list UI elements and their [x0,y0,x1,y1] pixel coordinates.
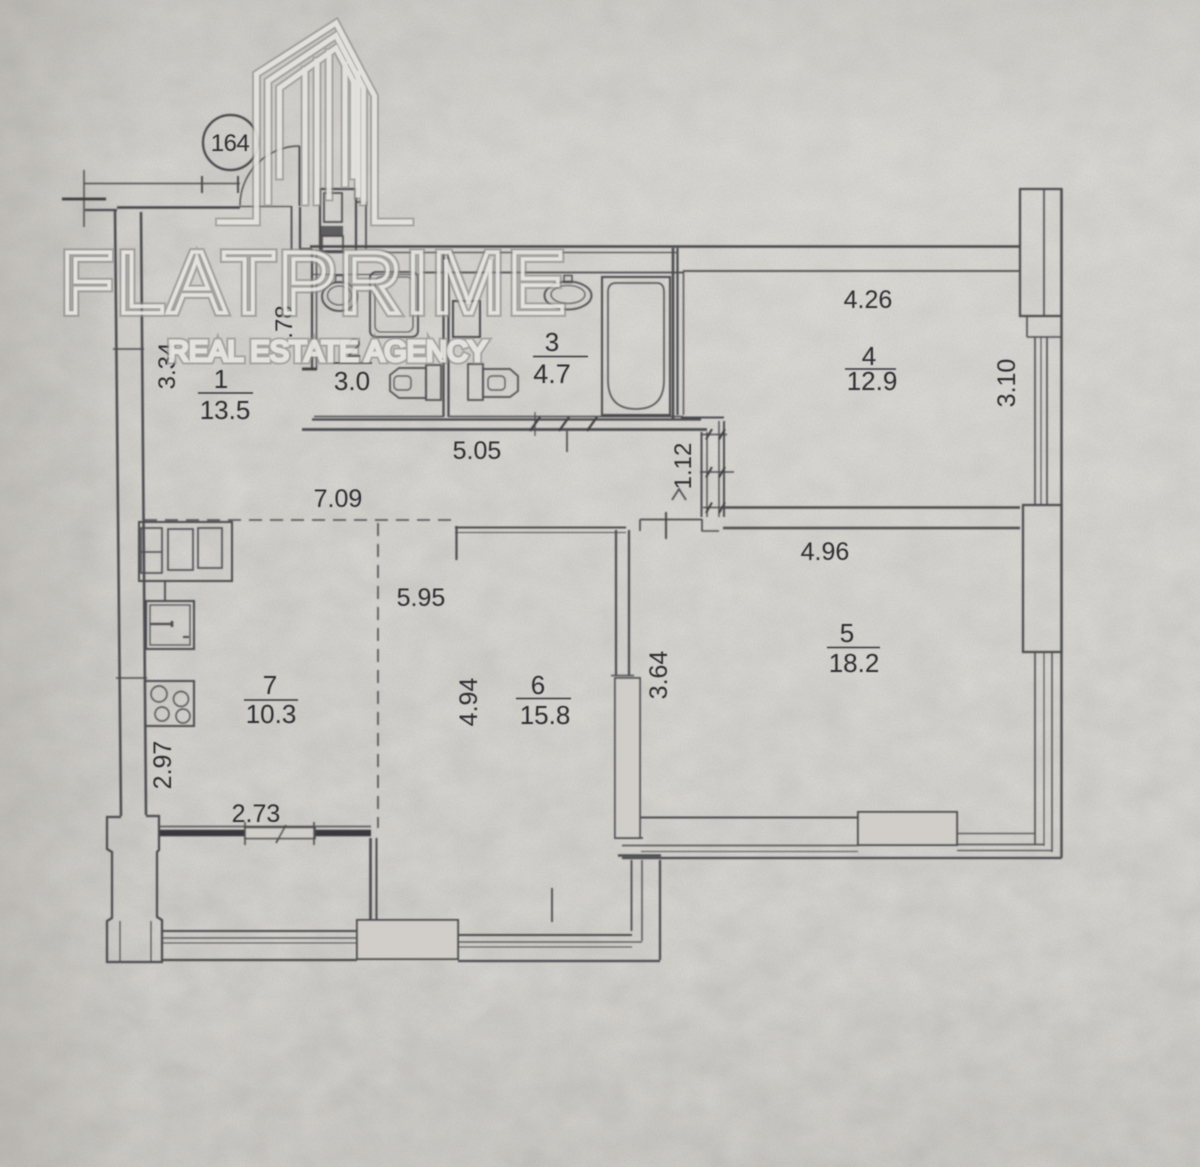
svg-text:5: 5 [840,618,854,648]
svg-text:1: 1 [214,364,228,394]
svg-text:2: 2 [347,333,361,363]
svg-text:5.95: 5.95 [397,584,446,612]
svg-text:3.34: 3.34 [154,343,181,390]
svg-text:164: 164 [211,130,250,157]
svg-text:2.97: 2.97 [149,741,177,790]
svg-text:4.26: 4.26 [844,286,893,314]
svg-text:FLATPRIME: FLATPRIME [60,233,566,332]
svg-text:1.12: 1.12 [670,443,697,490]
svg-text:10.3: 10.3 [246,699,297,729]
svg-text:3.10: 3.10 [993,359,1021,408]
svg-text:2.73: 2.73 [232,800,281,828]
svg-text:13.5: 13.5 [200,395,251,425]
svg-text:REAL ESTATE AGENCY: REAL ESTATE AGENCY [168,336,487,368]
svg-text:3: 3 [545,327,559,357]
svg-text:15.8: 15.8 [520,700,571,730]
svg-text:FLATPRIME: FLATPRIME [60,233,566,332]
svg-text:REAL ESTATE AGENCY: REAL ESTATE AGENCY [168,336,487,368]
svg-text:6: 6 [531,670,545,700]
svg-text:4: 4 [862,341,876,371]
svg-text:4.94: 4.94 [455,678,483,727]
svg-text:7: 7 [263,670,277,700]
svg-text:.78: .78 [271,305,298,338]
svg-text:4.7: 4.7 [533,359,571,389]
svg-text:3.0: 3.0 [334,366,370,396]
svg-text:18.2: 18.2 [829,648,880,678]
svg-text:4.96: 4.96 [801,538,850,566]
svg-text:5.05: 5.05 [453,437,502,465]
svg-text:7.09: 7.09 [314,485,363,513]
svg-text:3.64: 3.64 [645,651,673,700]
svg-text:12.9: 12.9 [847,366,898,396]
